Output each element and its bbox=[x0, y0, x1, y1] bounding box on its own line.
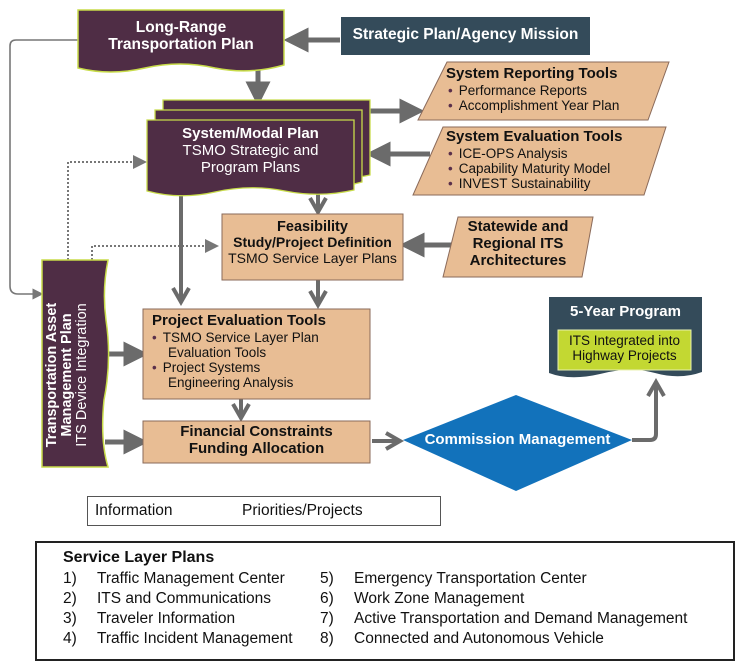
legend-information-label: Information bbox=[95, 502, 173, 519]
item-label: Active Transportation and Demand Managem… bbox=[354, 610, 688, 627]
service-layer-item: 5) Emergency Transportation Center bbox=[320, 570, 587, 588]
item-label: Traffic Incident Management bbox=[97, 630, 293, 647]
item-number: 4) bbox=[63, 630, 77, 647]
service-layer-item: 7) Active Transportation and Demand Manag… bbox=[320, 610, 687, 628]
project-eval-item: TSMO Service Layer Plan bbox=[152, 330, 367, 345]
reporting-item-label: Performance Reports bbox=[458, 82, 588, 98]
project-evaluation-tools-node: Project Evaluation Tools TSMO Service La… bbox=[152, 312, 367, 391]
service-layer-item: 6) Work Zone Management bbox=[320, 590, 524, 608]
system-modal-plan-line2: TSMO Strategic and bbox=[182, 141, 319, 159]
asset-management-line3: ITS Device Integration bbox=[74, 303, 91, 447]
feasibility-line1: Feasibility bbox=[277, 219, 348, 235]
system-modal-plan-shape[interactable] bbox=[146, 119, 355, 197]
service-layer-item: 2) ITS and Communications bbox=[63, 590, 271, 608]
service-layer-item: 1) Traffic Management Center bbox=[63, 570, 285, 588]
evaluation-item: ICE-OPS Analysis bbox=[446, 146, 656, 161]
service-layer-plans-box: Service Layer Plans 1) Traffic Management… bbox=[35, 541, 735, 661]
asset-management-line2: Management Plan bbox=[59, 313, 76, 437]
item-number: 7) bbox=[320, 610, 334, 627]
legend bbox=[87, 496, 441, 526]
long-range-plan-line2: Transportation Plan bbox=[108, 36, 254, 54]
reporting-item-label: Accomplishment Year Plan bbox=[458, 97, 620, 113]
service-layer-item: 3) Traveler Information bbox=[63, 610, 235, 628]
legend-priorities-label: Priorities/Projects bbox=[242, 502, 363, 519]
financial-constraints-shape[interactable] bbox=[142, 420, 371, 464]
project-evaluation-tools-title: Project Evaluation Tools bbox=[152, 312, 326, 329]
dotted-connector-asset-to-feasibility bbox=[91, 239, 219, 260]
reporting-item: Accomplishment Year Plan bbox=[446, 98, 656, 113]
dotted-connector-asset-to-system bbox=[67, 155, 147, 260]
service-layer-item: 8) Connected and Autonomous Vehicle bbox=[320, 630, 604, 648]
its-architectures-node: Statewide and Regional ITS Architectures bbox=[448, 218, 588, 269]
system-evaluation-tools-title: System Evaluation Tools bbox=[446, 128, 623, 145]
project-eval-item-line1: TSMO Service Layer Plan bbox=[162, 329, 319, 345]
financial-line2: Funding Allocation bbox=[188, 439, 325, 457]
its-integrated-shape bbox=[557, 329, 692, 371]
system-reporting-tools-node: System Reporting Tools Performance Repor… bbox=[446, 65, 656, 113]
service-layer-plans-title: Service Layer Plans bbox=[63, 549, 215, 566]
strategic-plan-label: Strategic Plan/Agency Mission bbox=[352, 26, 579, 43]
system-modal-plan-line3: Program Plans bbox=[200, 158, 301, 176]
project-eval-item-line1: Project Systems bbox=[162, 360, 261, 376]
long-range-plan-shape[interactable] bbox=[77, 9, 285, 73]
project-eval-item: Project Systems bbox=[152, 360, 367, 375]
its-architectures-line1: Statewide and bbox=[467, 218, 569, 235]
its-architectures-line2: Regional ITS bbox=[472, 234, 564, 252]
commission-management-label: Commission Management bbox=[424, 431, 611, 448]
system-evaluation-tools-node: System Evaluation Tools ICE-OPS Analysis… bbox=[446, 128, 656, 191]
evaluation-item: INVEST Sustainability bbox=[446, 176, 656, 191]
evaluation-item-label: ICE-OPS Analysis bbox=[458, 145, 568, 161]
item-number: 2) bbox=[63, 590, 77, 607]
feasibility-shape[interactable] bbox=[221, 213, 404, 281]
evaluation-item-label: Capability Maturity Model bbox=[458, 160, 611, 176]
feasibility-line3: TSMO Service Layer Plans bbox=[228, 249, 397, 266]
item-label: Connected and Autonomous Vehicle bbox=[354, 630, 604, 647]
item-label: ITS and Communications bbox=[97, 590, 272, 607]
service-layer-item: 4) Traffic Incident Management bbox=[63, 630, 293, 648]
feasibility-node: Feasibility Study/Project Definition TSM… bbox=[222, 219, 403, 267]
item-label: Emergency Transportation Center bbox=[354, 570, 587, 587]
asset-management-node: Transportation Asset Management Plan ITS… bbox=[44, 270, 105, 480]
arrow-commission-to-program bbox=[632, 377, 666, 442]
item-label: Traveler Information bbox=[97, 610, 236, 627]
item-number: 1) bbox=[63, 570, 77, 587]
asset-management-line1: Transportation Asset bbox=[44, 302, 60, 448]
commission-management-shape[interactable] bbox=[403, 395, 632, 491]
its-integrated-line2: Highway Projects bbox=[572, 348, 677, 364]
system-reporting-tools-title: System Reporting Tools bbox=[446, 65, 618, 82]
its-architectures-shape[interactable] bbox=[442, 216, 594, 278]
reporting-item: Performance Reports bbox=[446, 83, 656, 98]
item-label: Work Zone Management bbox=[354, 590, 525, 607]
project-evaluation-tools-shape[interactable] bbox=[142, 308, 371, 400]
financial-constraints-node: Financial Constraints Funding Allocation bbox=[143, 423, 370, 458]
project-eval-item-line2: Evaluation Tools bbox=[168, 344, 267, 360]
its-integrated-line1: ITS Integrated into bbox=[568, 333, 681, 348]
item-number: 3) bbox=[63, 610, 77, 627]
item-number: 5) bbox=[320, 570, 334, 587]
item-number: 6) bbox=[320, 590, 334, 607]
its-architectures-line3: Architectures bbox=[469, 251, 567, 269]
evaluation-item-label: INVEST Sustainability bbox=[458, 176, 591, 192]
five-year-program-title: 5-Year Program bbox=[570, 303, 681, 320]
feasibility-line2: Study/Project Definition bbox=[233, 234, 392, 251]
long-range-plan-node: Long-Range Transportation Plan bbox=[78, 19, 284, 54]
its-integrated-node: ITS Integrated into Highway Projects bbox=[558, 333, 691, 363]
strategic-plan-shape[interactable] bbox=[341, 17, 590, 55]
system-modal-plan-title: System/Modal Plan bbox=[182, 125, 319, 142]
evaluation-item: Capability Maturity Model bbox=[446, 161, 656, 176]
financial-line1: Financial Constraints bbox=[180, 423, 333, 440]
item-number: 8) bbox=[320, 630, 334, 647]
item-label: Traffic Management Center bbox=[97, 570, 285, 587]
project-eval-item-line2: Engineering Analysis bbox=[168, 375, 294, 391]
long-range-plan-line1: Long-Range bbox=[135, 19, 227, 36]
system-modal-plan-node: System/Modal Plan TSMO Strategic and Pro… bbox=[147, 125, 354, 176]
connector-lrp-to-asset bbox=[9, 39, 78, 300]
asset-management-shape[interactable] bbox=[41, 259, 110, 468]
